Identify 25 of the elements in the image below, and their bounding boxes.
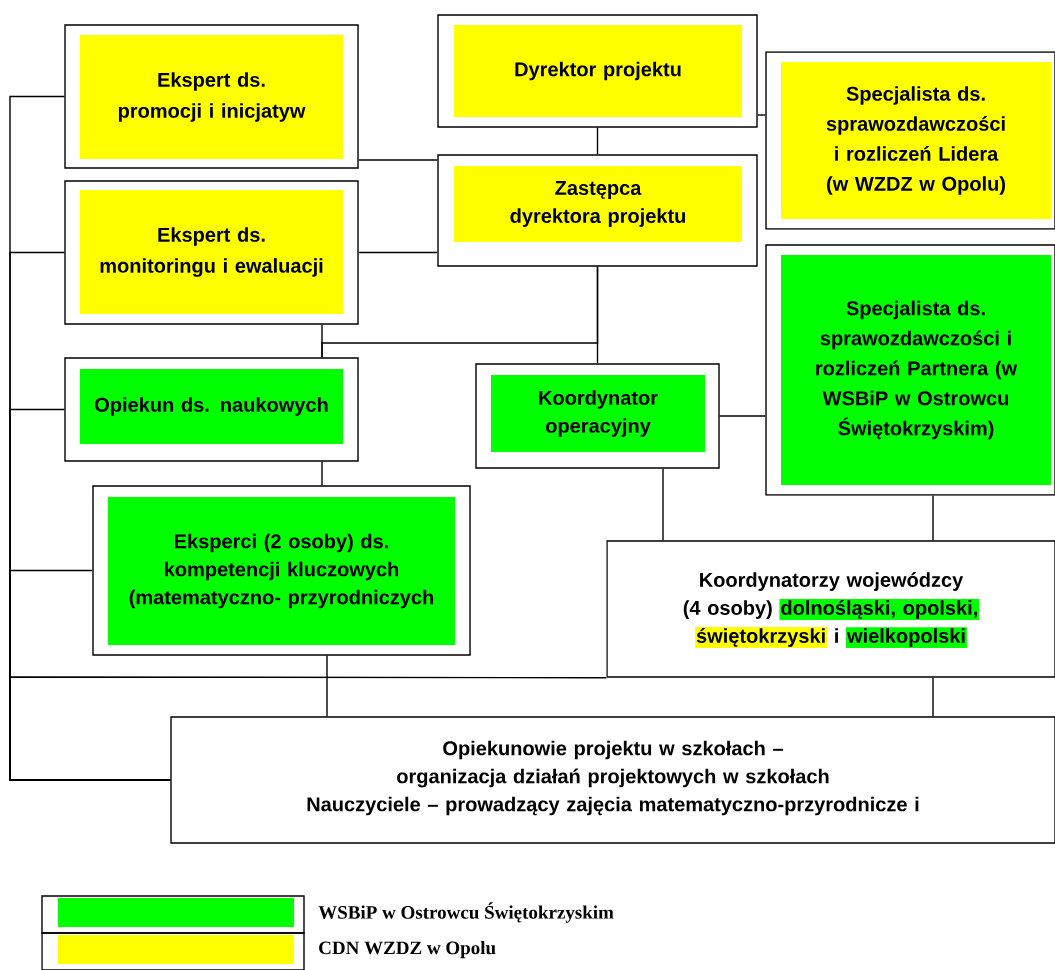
role-box: Koordynatorzy wojewódzcy (4 osoby) dolnośląski, opolski, świętokrzyski i wielkopolski — [606, 540, 1055, 678]
connector-line — [9, 569, 171, 781]
role-box: Zastępca dyrektora projektu — [437, 154, 758, 267]
role-box: Ekspert ds. promocji i inicjatyw — [64, 24, 359, 169]
connector-line — [358, 251, 438, 254]
connector-line — [321, 461, 323, 486]
connector-line — [932, 495, 934, 541]
connector-line — [757, 114, 766, 116]
role-box: Ekspert ds. monitoringu i ewaluacji — [64, 180, 359, 325]
connector-line — [596, 127, 599, 155]
role-box: Specjalista ds. sprawozdawczości i rozliczeń Lidera (w WZDZ w Opolu) — [765, 51, 1055, 230]
role-box: Opiekun ds. naukowych — [64, 357, 359, 462]
role-box: Eksperci (2 osoby) ds. kompetencji kluczowych (matematyczno- przyrodniczych — [92, 485, 471, 656]
connector-line — [326, 655, 328, 717]
connector-line — [358, 159, 438, 161]
connector-line — [719, 415, 766, 417]
role-box: Opiekunowie projektu w szkołach – organizacja działań projektowych w szkołach Nauczyciele – prowadzący zajęcia matematyczno-przyrodnicze i — [170, 716, 1055, 844]
role-box: Koordynator operacyjny — [475, 363, 720, 469]
role-box: Dyrektor projektu — [437, 14, 758, 128]
legend-label: WSBiP w Ostrowcu Świętokrzyskim — [318, 902, 614, 923]
connector-line — [321, 324, 323, 358]
connector-line — [662, 468, 664, 541]
role-box: Specjalista ds. sprawozdawczości i rozliczeń Partnera (w WSBiP w Ostrowcu Świętokrzyskim) — [765, 244, 1055, 496]
connector-line — [932, 677, 934, 717]
legend-label: CDN WZDZ w Opolu — [319, 940, 496, 959]
